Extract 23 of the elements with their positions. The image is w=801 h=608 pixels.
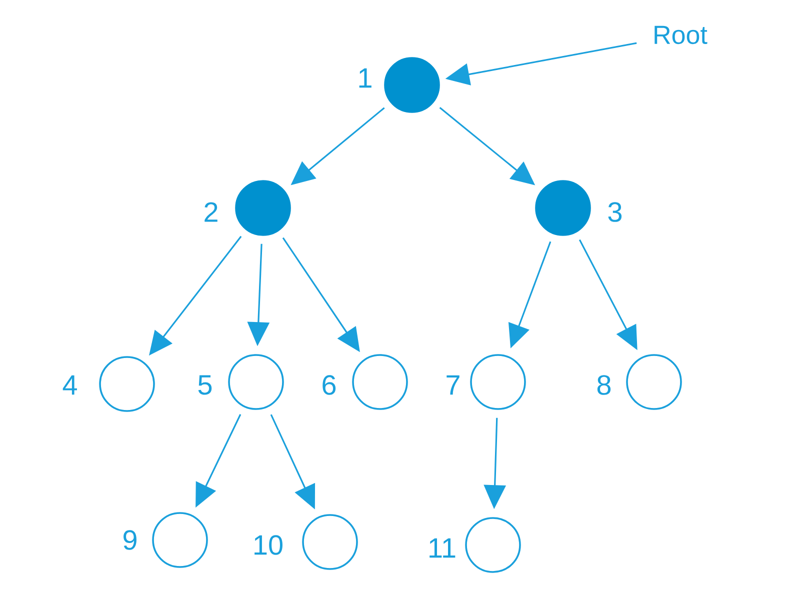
empty-circle <box>470 354 526 410</box>
filled-circle <box>384 57 440 113</box>
filled-circle <box>235 180 291 236</box>
node-number: 4 <box>62 375 77 395</box>
empty-circle <box>152 512 208 568</box>
node-number: 2 <box>204 202 218 222</box>
root-label: Root <box>654 26 708 44</box>
node-number: 7 <box>446 375 460 395</box>
filled-circle <box>535 180 591 236</box>
empty-circle <box>99 356 155 412</box>
empty-circle <box>352 354 408 410</box>
empty-circle <box>228 354 284 410</box>
empty-circle <box>302 514 358 570</box>
node-number: 10 <box>254 535 282 555</box>
node-number: 11 <box>430 538 456 558</box>
node-number: 5 <box>198 375 212 395</box>
node-number: 8 <box>597 375 611 395</box>
node-number: 9 <box>124 530 136 550</box>
node-number: 3 <box>608 202 622 222</box>
empty-circle <box>465 517 521 573</box>
node-number: 6 <box>322 375 336 395</box>
node-number: 1 <box>359 68 372 88</box>
empty-circle <box>626 354 682 410</box>
